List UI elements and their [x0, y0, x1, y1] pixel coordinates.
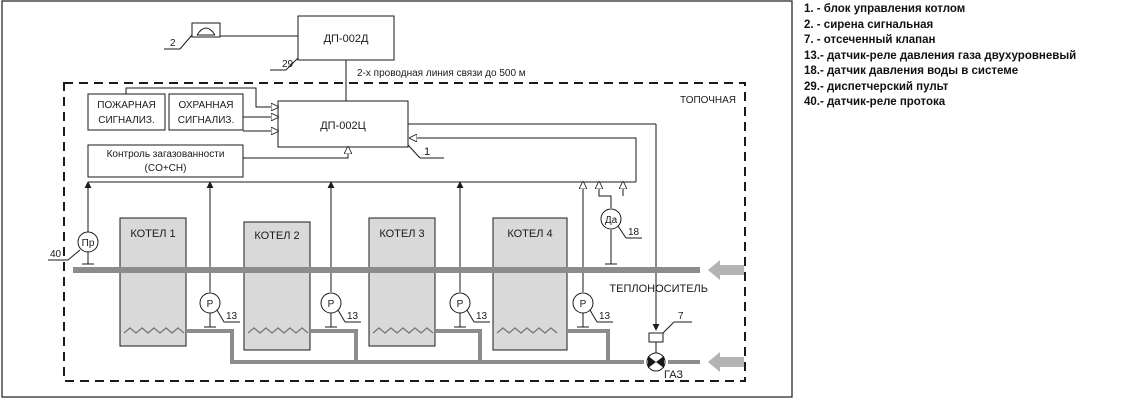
- flow-sensor-label: Пр: [82, 238, 95, 249]
- callout-gas-pressure-2: 13: [347, 311, 359, 322]
- legend-item: 29.- диспетчерский пульт: [804, 80, 949, 93]
- boiler-2: КОТЕЛ 2: [243, 221, 311, 351]
- water-pressure-sensor: Да: [600, 208, 622, 230]
- fire-alarm-box: [87, 93, 166, 131]
- controller-box: [277, 100, 409, 148]
- coolant-label: ТЕПЛОНОСИТЕЛЬ: [609, 283, 708, 295]
- gas-pipe: [186, 329, 644, 364]
- callout-dispatcher: 29: [282, 59, 294, 70]
- gas-arrow-icon: [708, 352, 744, 372]
- boiler-4: КОТЕЛ 4: [492, 217, 568, 351]
- dispatcher-box: [297, 15, 395, 61]
- boiler-label-1: КОТЕЛ 1: [130, 228, 175, 240]
- gas-control-label: Контроль загазованности: [107, 149, 225, 160]
- security-alarm-box: [168, 93, 244, 131]
- water-pressure-label: Да: [605, 215, 618, 226]
- fire-alarm-label: ПОЖАРНАЯ: [97, 100, 155, 111]
- callout-controller: 1: [424, 146, 430, 158]
- boiler-room-label: ТОПОЧНАЯ: [680, 95, 736, 106]
- siren-icon: [191, 22, 221, 38]
- callout-water-pressure: 18: [628, 227, 640, 238]
- callout-valve: 7: [678, 311, 684, 322]
- legend-item: 7. - отсеченный клапан: [804, 34, 936, 46]
- security-alarm-label: ОХРАННАЯ: [178, 100, 233, 111]
- boiler-3: КОТЕЛ 3: [368, 217, 436, 347]
- gas-pressure-sensor-3: P 13: [449, 292, 490, 328]
- boiler-1: КОТЕЛ 1: [119, 217, 187, 347]
- legend-item: 40.- датчик-реле протока: [804, 96, 946, 108]
- boiler-system-diagram: ТОПОЧНАЯ ДП-002Д 2-х проводная линия свя…: [1, 0, 793, 398]
- security-alarm-label-2: СИГНАЛИЗ.: [178, 115, 235, 126]
- callout-gas-pressure-1: 13: [226, 311, 238, 322]
- boiler-label-4: КОТЕЛ 4: [507, 228, 552, 240]
- gas-pressure-sensor-4: P 13: [572, 292, 613, 328]
- flow-sensor: Пр: [77, 231, 99, 265]
- coolant-arrow-icon: [708, 260, 744, 280]
- callout-gas-pressure-3: 13: [476, 311, 488, 322]
- gas-pressure-sensor-2: P 13: [320, 292, 361, 328]
- gas-control-label-2: (CO+CH): [145, 163, 187, 174]
- legend: 1. - блок управления котлом 2. - сирена …: [804, 2, 1076, 111]
- fire-alarm-label-2: СИГНАЛИЗ.: [98, 115, 155, 126]
- boiler-label-3: КОТЕЛ 3: [379, 228, 424, 240]
- dispatcher-label: ДП-002Д: [324, 33, 369, 45]
- legend-item: 18.- датчик давления воды в системе: [804, 65, 1019, 77]
- callout-flow: 40: [50, 249, 62, 260]
- burner-flame-icon: [372, 327, 434, 334]
- burner-flame-icon: [123, 327, 185, 334]
- legend-item: 2. - сирена сигнальная: [804, 18, 934, 31]
- pressure-sensor-label-2: P: [328, 299, 335, 310]
- burner-flame-icon: [496, 327, 558, 334]
- outer-frame: [1, 0, 793, 398]
- shutoff-valve-icon: [646, 332, 666, 372]
- controller-label: ДП-002Ц: [320, 120, 366, 132]
- gas-pressure-sensor-1: P 13: [199, 292, 240, 328]
- gas-control-box: [87, 144, 244, 178]
- pressure-sensor-label-1: P: [207, 299, 214, 310]
- burner-flame-icon: [247, 327, 309, 334]
- legend-item: 13.- датчик-реле давления газа двухуровн…: [804, 49, 1077, 62]
- pressure-sensor-label-3: P: [457, 299, 464, 310]
- comm-line-label: 2-х проводная линия связи до 500 м: [357, 68, 526, 79]
- pressure-sensor-label-4: P: [580, 299, 587, 310]
- gas-label: ГАЗ: [664, 369, 683, 381]
- legend-item: 1. - блок управления котлом: [804, 3, 966, 15]
- callout-gas-pressure-4: 13: [599, 311, 611, 322]
- boiler-room-frame: [63, 82, 746, 382]
- callout-siren: 2: [170, 38, 176, 49]
- boiler-label-2: КОТЕЛ 2: [254, 230, 299, 242]
